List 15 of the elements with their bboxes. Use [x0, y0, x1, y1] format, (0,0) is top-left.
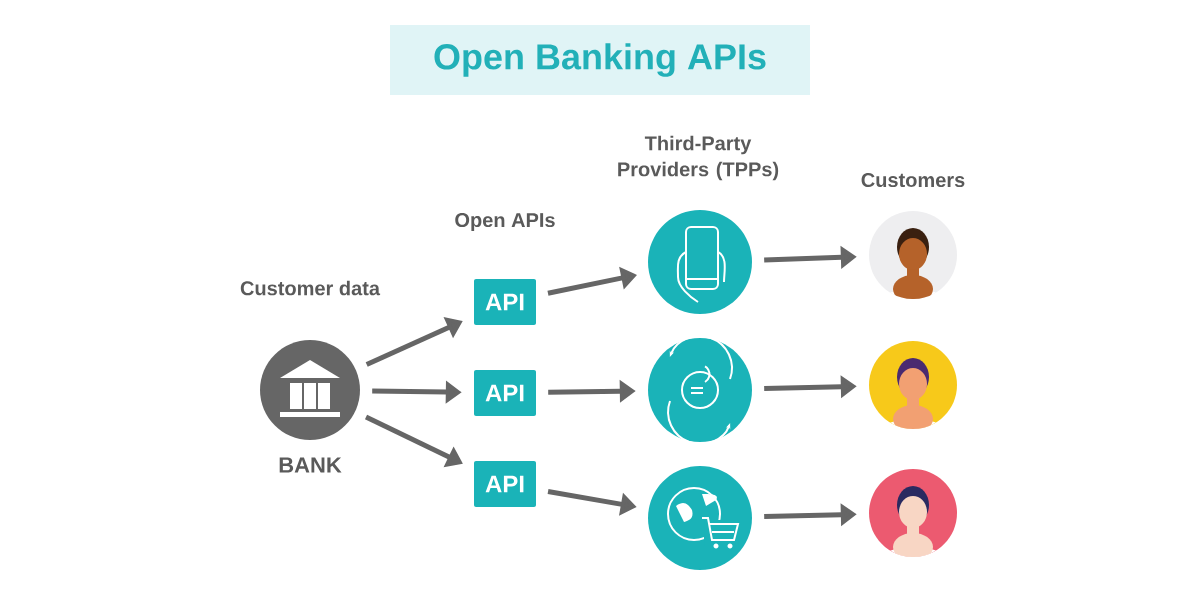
column-heading: Open APIs — [455, 212, 555, 232]
bank-label: BANK — [279, 457, 342, 473]
euro-exchange-icon — [648, 335, 752, 445]
column-heading: Third-Party Providers (TPPs) — [618, 135, 779, 181]
title-banner: Open Banking APIs — [390, 25, 810, 95]
api-box: API — [474, 461, 536, 507]
api-box: API — [474, 279, 536, 325]
avatar — [869, 341, 957, 429]
api-box: API — [474, 370, 536, 416]
phone-icon — [648, 210, 752, 314]
column-heading: Customers — [861, 172, 965, 188]
avatar — [869, 469, 957, 557]
globe-cart-icon — [648, 466, 752, 570]
column-heading: Customer data — [240, 280, 381, 296]
avatar — [869, 211, 957, 299]
